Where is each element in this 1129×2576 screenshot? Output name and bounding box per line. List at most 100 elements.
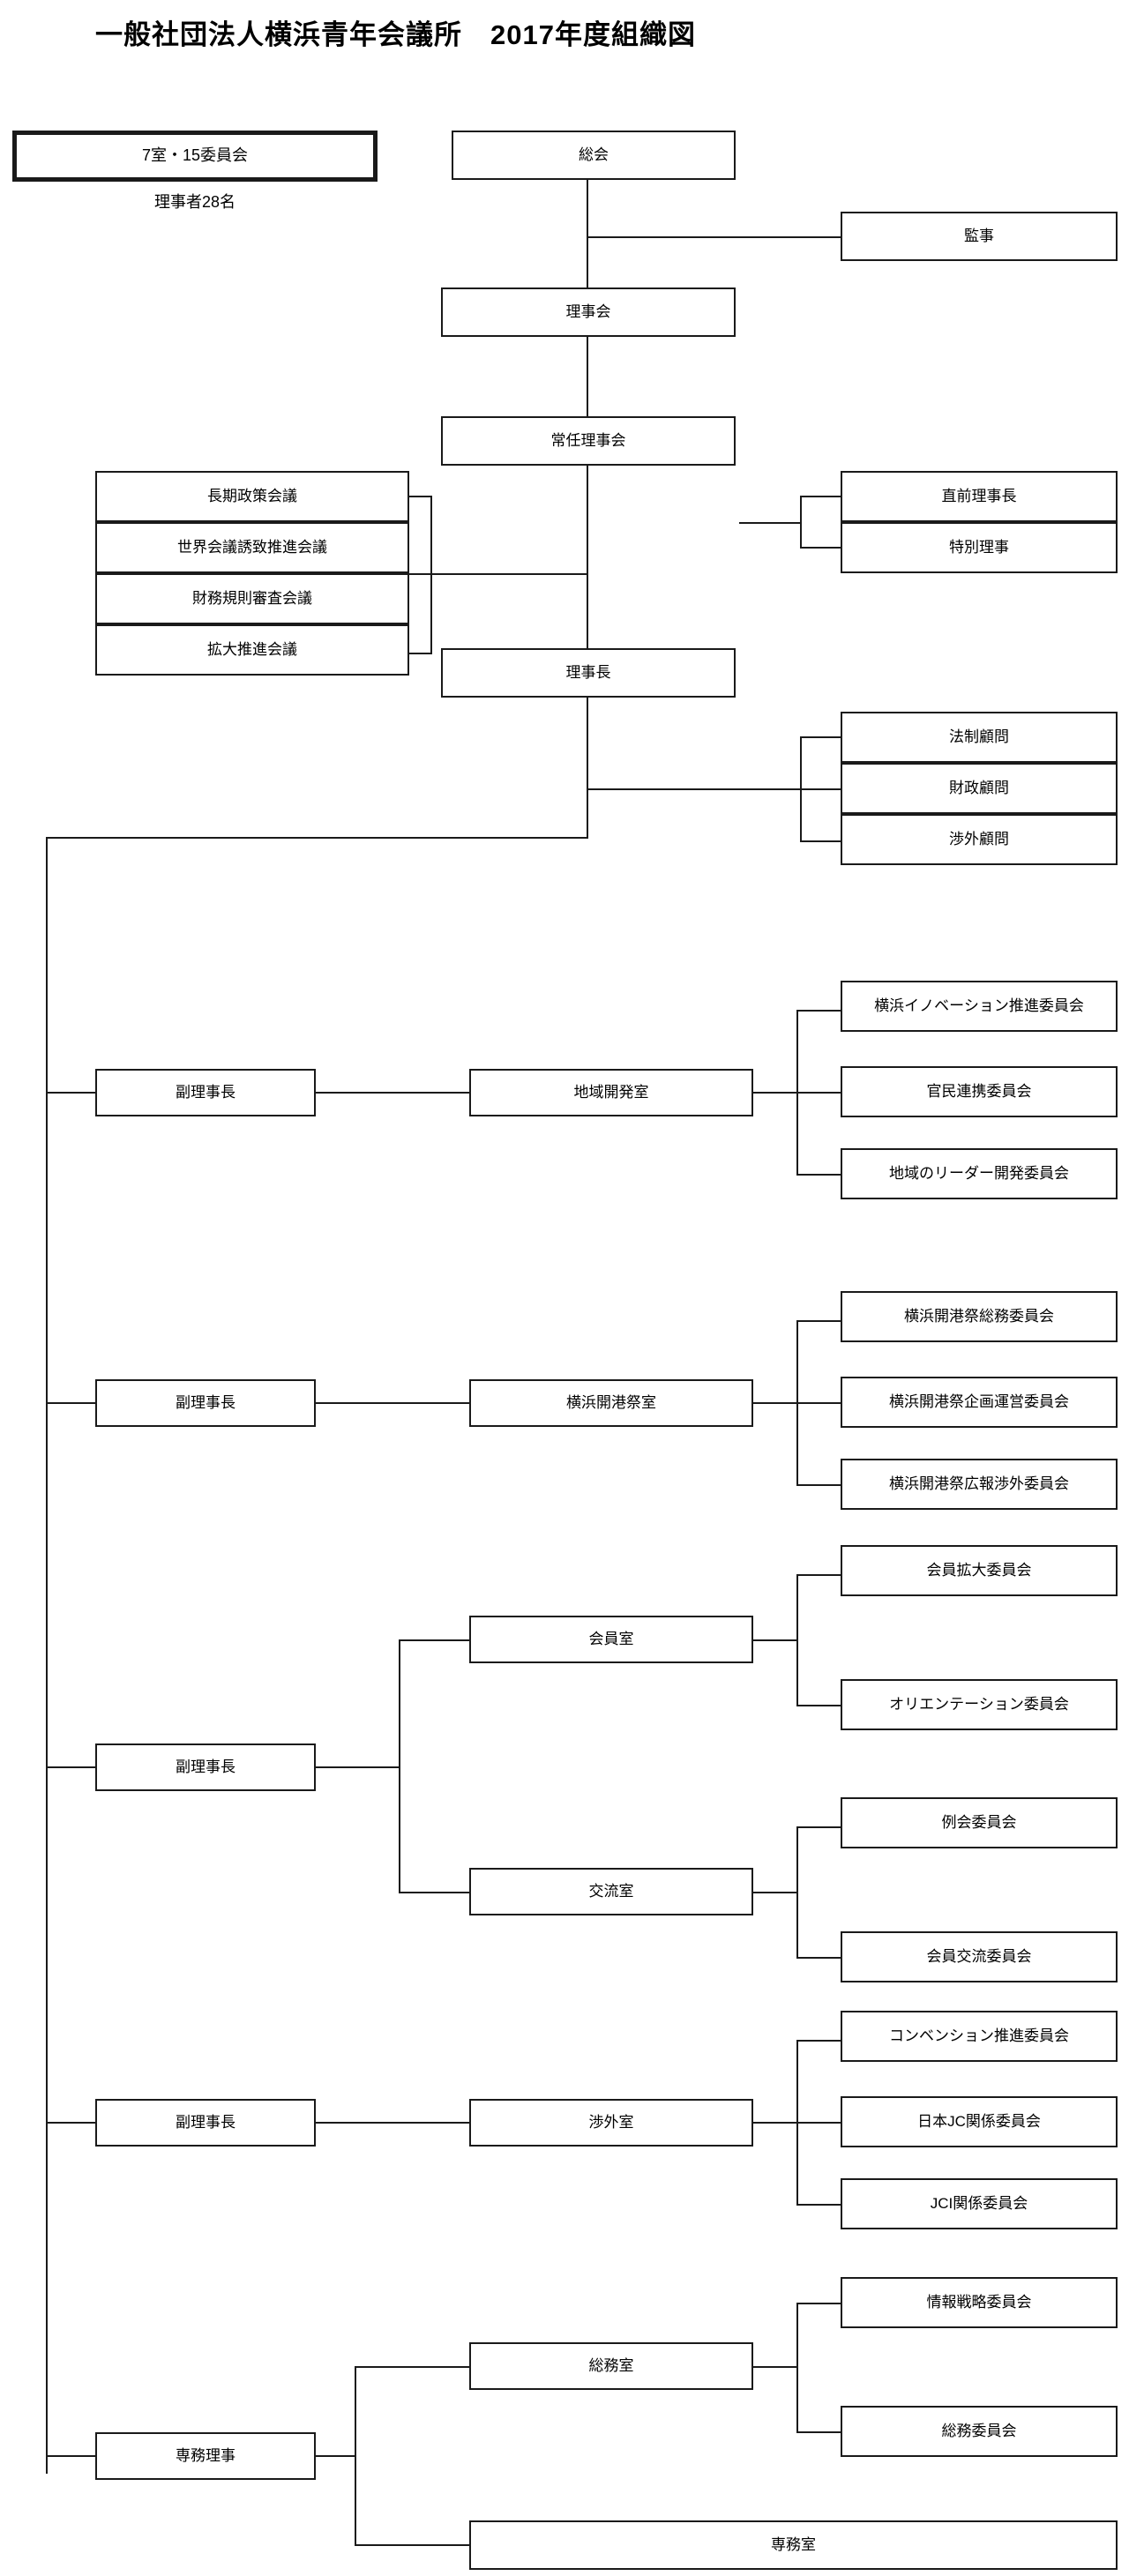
executive-office-box: 専務室 (469, 2520, 1118, 2570)
board-box: 理事会 (441, 287, 736, 337)
division-committee-label-2-1-1: 会員交流委員会 (926, 1947, 1032, 1965)
connector-bus-to-officer-2 (46, 1766, 97, 1768)
connector-committee-stub-2-0-1 (796, 1705, 842, 1706)
division-committee-label-1-1: 横浜開港祭企画運営委員会 (889, 1393, 1069, 1410)
division-committee-box-3-0: コンベンション推進委員会 (841, 2011, 1118, 2062)
connector-officer-4-to-room-0 (355, 2366, 469, 2368)
division-room-label-3: 渉外室 (588, 2113, 634, 2131)
connector-committee-stub-0-2 (796, 1174, 842, 1176)
connector-committee-stub-1-2 (796, 1484, 842, 1486)
council-box-0: 長期政策会議 (95, 471, 409, 522)
connector-bus-to-officer-1 (46, 1402, 97, 1404)
summary-rooms-committees-label: 7室・15委員会 (141, 146, 249, 165)
connector-room-2-1-in (751, 1892, 798, 1893)
division-room-box-4-0: 総務室 (469, 2342, 753, 2390)
connector-standing-to-chairman (587, 466, 588, 653)
division-committee-box-2-1-1: 会員交流委員会 (841, 1931, 1118, 1982)
general-meeting-label: 総会 (579, 146, 609, 163)
council-box-1: 世界会議誘致推進会議 (95, 522, 409, 573)
division-committee-box-1-0: 横浜開港祭総務委員会 (841, 1291, 1118, 1342)
connector-committee-stub-4-0-1 (796, 2431, 842, 2433)
division-officer-box-1: 副理事長 (95, 1379, 316, 1427)
connector-committee-stub-2-1-1 (796, 1957, 842, 1959)
division-committee-box-0-0: 横浜イノベーション推進委員会 (841, 981, 1118, 1032)
connector-officer-2-to-room-1 (399, 1892, 469, 1893)
connector-board-to-standing (587, 337, 588, 423)
connector-officer-to-room-1 (314, 1402, 471, 1404)
page-title: 一般社団法人横浜青年会議所 2017年度組織図 (95, 19, 696, 50)
connector-officer-2-to-room-0 (399, 1639, 469, 1641)
division-committee-label-3-0: コンベンション推進委員会 (889, 2027, 1069, 2044)
connector-advisors-stub-1 (800, 788, 842, 790)
division-committee-box-3-1: 日本JC関係委員会 (841, 2096, 1118, 2147)
advisor-label-2: 渉外顧問 (949, 830, 1009, 847)
division-committee-box-4-0-0: 情報戦略委員会 (841, 2277, 1118, 2328)
advisor-box-2: 渉外顧問 (841, 814, 1118, 865)
connector-committee-stub-3-0 (796, 2040, 842, 2042)
connector-officer-to-room-3 (314, 2122, 471, 2124)
division-committee-box-0-2: 地域のリーダー開発委員会 (841, 1148, 1118, 1199)
connector-officer-4-out (314, 2455, 356, 2457)
chairman-box: 理事長 (441, 648, 736, 698)
division-officer-box-4: 専務理事 (95, 2432, 316, 2480)
connector-chairman-to-advisors (587, 788, 801, 790)
connector-special-bus (800, 496, 802, 549)
connector-officer-4-bus (355, 2366, 356, 2546)
summary-rooms-committees-box: 7室・15委員会 (12, 131, 378, 182)
division-committee-label-1-0: 横浜開港祭総務委員会 (904, 1307, 1054, 1325)
connector-room-1-in (751, 1402, 798, 1404)
division-committee-box-4-0-1: 総務委員会 (841, 2406, 1118, 2457)
division-room-box-1: 横浜開港祭室 (469, 1379, 753, 1427)
special-officer-box-0: 直前理事長 (841, 471, 1118, 522)
division-committee-box-1-2: 横浜開港祭広報渉外委員会 (841, 1459, 1118, 1510)
advisor-box-1: 財政顧問 (841, 763, 1118, 814)
connector-officer-2-out (314, 1766, 400, 1768)
council-label-0: 長期政策会議 (207, 487, 297, 504)
auditor-box: 監事 (841, 212, 1118, 261)
division-committee-label-2-1-0: 例会委員会 (941, 1813, 1017, 1831)
connector-room-3-in (751, 2122, 798, 2124)
standing-board-label: 常任理事会 (550, 431, 626, 449)
general-meeting-box: 総会 (452, 131, 736, 180)
connector-committee-stub-1-1 (796, 1402, 842, 1404)
division-officer-label-2: 副理事長 (176, 1758, 236, 1775)
connector-councils-bottom-stub (407, 653, 432, 654)
standing-board-box: 常任理事会 (441, 416, 736, 466)
division-room-label-4-0: 総務室 (588, 2356, 634, 2374)
division-officer-label-1: 副理事長 (176, 1393, 236, 1411)
advisor-label-0: 法制顧問 (949, 728, 1009, 745)
connector-officer-to-room-0 (314, 1092, 471, 1094)
council-label-3: 拡大推進会議 (207, 640, 297, 658)
division-committee-label-0-1: 官民連携委員会 (926, 1082, 1032, 1100)
connector-advisors-stub-2 (800, 840, 842, 842)
connector-room-2-0-in (751, 1639, 798, 1641)
division-room-box-3: 渉外室 (469, 2099, 753, 2147)
connector-committee-stub-3-2 (796, 2204, 842, 2206)
council-box-3: 拡大推進会議 (95, 624, 409, 676)
advisor-box-0: 法制顧問 (841, 712, 1118, 763)
connector-committee-stub-0-0 (796, 1010, 842, 1012)
division-committee-label-0-2: 地域のリーダー開発委員会 (889, 1164, 1069, 1182)
connector-special-stub-0 (800, 496, 842, 497)
division-committee-box-3-2: JCI関係委員会 (841, 2178, 1118, 2229)
board-label: 理事会 (565, 302, 611, 320)
connector-room-4-0-in (751, 2366, 798, 2368)
division-room-label-0: 地域開発室 (573, 1083, 649, 1101)
chairman-label: 理事長 (565, 663, 611, 681)
connector-chairman-to-special (739, 522, 801, 524)
division-officer-box-3: 副理事長 (95, 2099, 316, 2147)
special-officer-label-0: 直前理事長 (941, 487, 1017, 504)
auditor-label: 監事 (964, 227, 994, 244)
division-room-box-2-0: 会員室 (469, 1616, 753, 1663)
division-committee-box-2-0-1: オリエンテーション委員会 (841, 1679, 1118, 1730)
connector-main-bus-vertical (46, 837, 48, 2474)
division-officer-label-3: 副理事長 (176, 2113, 236, 2131)
division-committee-label-3-1: 日本JC関係委員会 (917, 2112, 1041, 2130)
connector-committee-stub-2-0-0 (796, 1574, 842, 1576)
connector-councils-top-stub (407, 496, 432, 497)
connector-officer-2-bus (399, 1639, 400, 1893)
division-committee-label-2-0-1: オリエンテーション委員会 (889, 1695, 1069, 1713)
division-room-box-2-1: 交流室 (469, 1868, 753, 1915)
connector-committee-stub-0-1 (796, 1092, 842, 1094)
connector-committee-stub-4-0-0 (796, 2303, 842, 2304)
